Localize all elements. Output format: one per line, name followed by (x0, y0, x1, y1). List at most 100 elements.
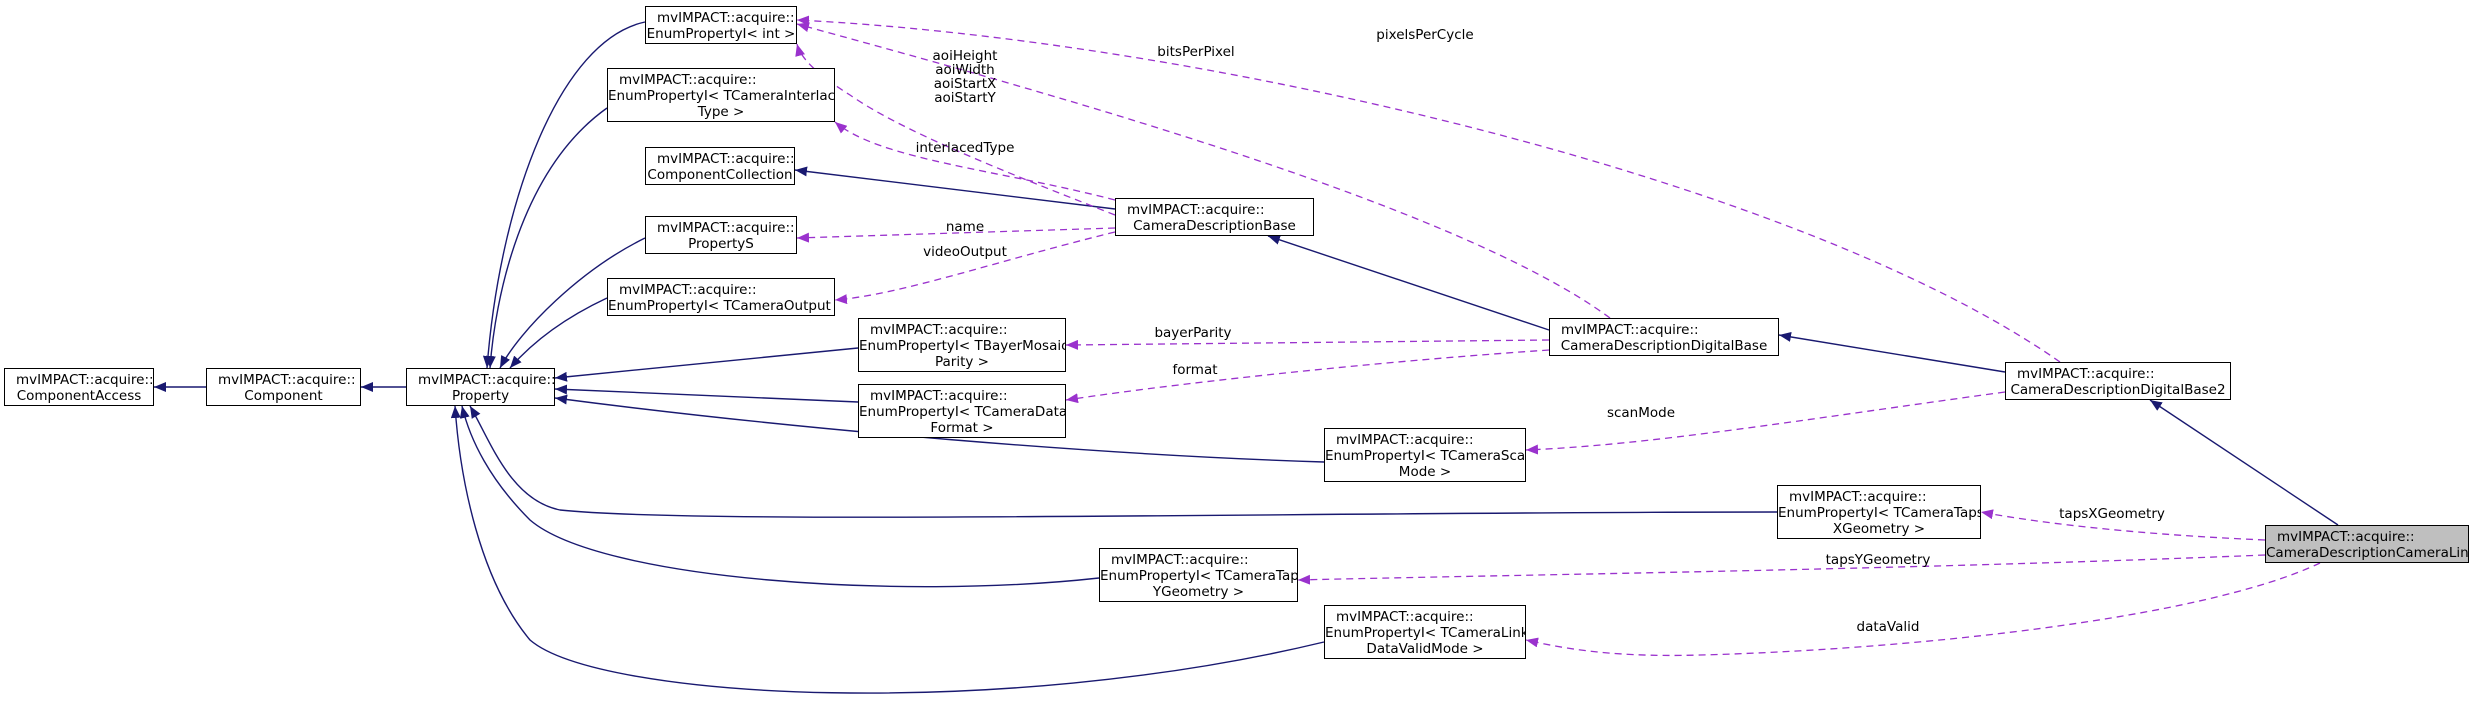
class-node-label-line: mvIMPACT::acquire:: (657, 220, 795, 236)
class-node-label-line: mvIMPACT::acquire:: (2277, 529, 2415, 545)
class-node-component-collection[interactable]: mvIMPACT::acquire::ComponentCollection (645, 147, 795, 185)
edge-label-camera_desc_base-to-enum_int: aoiStartX (934, 76, 997, 92)
class-node-label-line: CameraDescriptionDigitalBase2 (2010, 382, 2226, 398)
class-node-label-line: EnumPropertyI< TCameraInterlaced (608, 88, 835, 104)
class-node-label-line: Parity > (935, 354, 989, 370)
class-node-label-line: EnumPropertyI< TCameraTaps (1778, 505, 1981, 521)
class-node-enum-tapsx[interactable]: mvIMPACT::acquire::EnumPropertyI< TCamer… (1777, 485, 1981, 539)
edge-inheritance-property_s-to-property (499, 237, 646, 369)
class-node-label-line: Mode > (1398, 464, 1452, 480)
class-node-camera-desc-base[interactable]: mvIMPACT::acquire::CameraDescriptionBase (1115, 198, 1314, 236)
edge-label-camera_desc_base-to-property_s: name (946, 219, 984, 235)
class-node-enum-bayer[interactable]: mvIMPACT::acquire::EnumPropertyI< TBayer… (858, 318, 1066, 372)
class-node-camera-desc-digital[interactable]: mvIMPACT::acquire::CameraDescriptionDigi… (1549, 318, 1779, 356)
class-node-label-line: mvIMPACT::acquire:: (1336, 432, 1474, 448)
edge-inheritance-enum_output-to-property (509, 297, 608, 369)
edge-inheritance-enum_interlaced-to-property (485, 107, 608, 369)
edge-label-camera_desc_digital-to-enum_int: bitsPerPixel (1157, 44, 1234, 60)
edge-usage-camera_desc_digital-to-enum_bayer (1065, 339, 1550, 350)
class-node-label-line: mvIMPACT::acquire:: (16, 372, 154, 388)
class-node-label-line: XGeometry > (1832, 521, 1926, 537)
class-node-label-line: EnumPropertyI< TCameraLink (1325, 625, 1526, 641)
edge-usage-camera_desc_base-to-property_s (796, 227, 1116, 243)
edge-label-camera_desc_base-to-enum_int: aoiStartY (934, 90, 996, 106)
edge-usage-camera_desc_digital2-to-enum_int (796, 15, 2061, 363)
class-node-component-access[interactable]: mvIMPACT::acquire::ComponentAccess (4, 368, 154, 406)
class-node-label-line: mvIMPACT::acquire:: (619, 282, 757, 298)
edge-inheritance-enum_scan-to-property (554, 394, 1325, 463)
class-node-label-line: mvIMPACT::acquire:: (218, 372, 356, 388)
edge-inheritance-enum_datavalid-to-property (450, 405, 1325, 694)
edge-label-camera_desc_cameralink-to-enum_tapsy: tapsYGeometry (1826, 552, 1931, 568)
class-node-label-line: mvIMPACT::acquire:: (1127, 202, 1265, 218)
class-node-label-line: YGeometry > (1152, 584, 1245, 600)
edge-inheritance-camera_desc_cameralink-to-camera_desc_digital2 (2149, 399, 2339, 526)
class-node-component[interactable]: mvIMPACT::acquire::Component (206, 368, 361, 406)
edge-usage-camera_desc_cameralink-to-enum_datavalid (1525, 562, 2321, 657)
edge-usage-camera_desc_cameralink-to-enum_tapsx (1980, 509, 2266, 541)
class-node-label-line: Type > (697, 104, 745, 120)
class-node-label-line: Property (451, 388, 510, 404)
class-node-enum-output[interactable]: mvIMPACT::acquire::EnumPropertyI< TCamer… (607, 278, 835, 316)
class-node-enum-dataformat[interactable]: mvIMPACT::acquire::EnumPropertyI< TCamer… (858, 384, 1066, 438)
class-node-label-line: CameraDescriptionDigitalBase (1560, 338, 1768, 354)
class-node-label-line: ComponentAccess (16, 388, 142, 404)
class-node-enum-scan[interactable]: mvIMPACT::acquire::EnumPropertyI< TCamer… (1324, 428, 1526, 482)
class-node-label-line: EnumPropertyI< int > (646, 26, 796, 42)
class-node-label-line: Format > (930, 420, 994, 436)
class-node-label-line: ComponentCollection (647, 167, 793, 183)
class-node-label-line: mvIMPACT::acquire:: (870, 388, 1008, 404)
class-node-label-line: mvIMPACT::acquire:: (1336, 609, 1474, 625)
edge-usage-camera_desc_digital-to-enum_int (796, 22, 1611, 319)
edge-label-camera_desc_base-to-enum_int: aoiWidth (935, 62, 995, 78)
edge-inheritance-enum_tapsx-to-property (469, 405, 1778, 518)
edge-inheritance-camera_desc_digital2-to-camera_desc_digital (1778, 332, 2006, 373)
class-node-label-line: EnumPropertyI< TCameraData (859, 404, 1066, 420)
class-node-label-line: CameraDescriptionCameraLink (2266, 545, 2469, 561)
edge-inheritance-enum_dataformat-to-property (554, 384, 859, 403)
edge-inheritance-camera_desc_base-to-component_collection (794, 166, 1116, 210)
edge-label-camera_desc_cameralink-to-enum_tapsx: tapsXGeometry (2059, 506, 2165, 522)
class-node-label-line: mvIMPACT::acquire:: (657, 10, 795, 26)
edge-label-camera_desc_digital-to-enum_bayer: bayerParity (1154, 325, 1231, 341)
edge-usage-camera_desc_base-to-enum_interlaced (834, 121, 1116, 201)
class-node-label-line: mvIMPACT::acquire:: (2017, 366, 2155, 382)
class-node-enum-int[interactable]: mvIMPACT::acquire::EnumPropertyI< int > (645, 6, 797, 44)
edge-label-camera_desc_base-to-enum_output: videoOutput (923, 244, 1007, 260)
class-node-label-line: mvIMPACT::acquire:: (870, 322, 1008, 338)
edge-label-camera_desc_digital-to-enum_dataformat: format (1172, 362, 1217, 378)
class-node-label-line: Component (244, 388, 323, 404)
class-node-label-line: EnumPropertyI< TCameraOutput > (608, 298, 835, 314)
class-node-label-line: PropertyS (688, 236, 754, 252)
edge-inheritance-camera_desc_digital-to-camera_desc_base (1267, 235, 1550, 331)
class-node-enum-datavalid[interactable]: mvIMPACT::acquire::EnumPropertyI< TCamer… (1324, 605, 1526, 659)
class-node-label-line: mvIMPACT::acquire:: (657, 151, 795, 167)
edge-usage-camera_desc_digital2-to-enum_scan (1525, 391, 2006, 455)
class-node-label-line: mvIMPACT::acquire:: (1561, 322, 1699, 338)
class-node-label-line: CameraDescriptionBase (1133, 218, 1296, 234)
class-node-enum-tapsy[interactable]: mvIMPACT::acquire::EnumPropertyI< TCamer… (1099, 548, 1298, 602)
edge-label-camera_desc_digital2-to-enum_int: pixelsPerCycle (1376, 27, 1473, 43)
class-node-label-line: DataValidMode > (1366, 641, 1484, 657)
class-node-property-s[interactable]: mvIMPACT::acquire::PropertyS (645, 216, 797, 254)
edge-inheritance-enum_bayer-to-property (554, 347, 859, 382)
class-node-enum-interlaced[interactable]: mvIMPACT::acquire::EnumPropertyI< TCamer… (607, 68, 835, 122)
class-node-property[interactable]: mvIMPACT::acquire::Property (406, 368, 555, 406)
edge-label-camera_desc_base-to-enum_interlaced: interlacedType (916, 140, 1015, 156)
class-node-label-line: mvIMPACT::acquire:: (1111, 552, 1249, 568)
class-node-label-line: mvIMPACT::acquire:: (418, 372, 555, 388)
edge-usage-camera_desc_cameralink-to-enum_tapsy (1297, 554, 2266, 585)
edge-inheritance-enum_tapsy-to-property (459, 405, 1100, 588)
edge-usage-camera_desc_base-to-enum_output (834, 231, 1116, 305)
edge-inheritance-enum_int-to-property (482, 21, 646, 369)
class-node-label-line: mvIMPACT::acquire:: (1789, 489, 1927, 505)
edge-label-camera_desc_cameralink-to-enum_datavalid: dataValid (1857, 619, 1920, 635)
class-node-camera-desc-cameralink[interactable]: mvIMPACT::acquire::CameraDescriptionCame… (2265, 525, 2469, 563)
edge-label-camera_desc_digital2-to-enum_scan: scanMode (1607, 405, 1675, 421)
class-node-label-line: EnumPropertyI< TCameraTaps (1100, 568, 1298, 584)
class-node-camera-desc-digital2[interactable]: mvIMPACT::acquire::CameraDescriptionDigi… (2005, 362, 2231, 400)
class-node-label-line: mvIMPACT::acquire:: (619, 72, 757, 88)
class-node-label-line: EnumPropertyI< TCameraScan (1325, 448, 1526, 464)
